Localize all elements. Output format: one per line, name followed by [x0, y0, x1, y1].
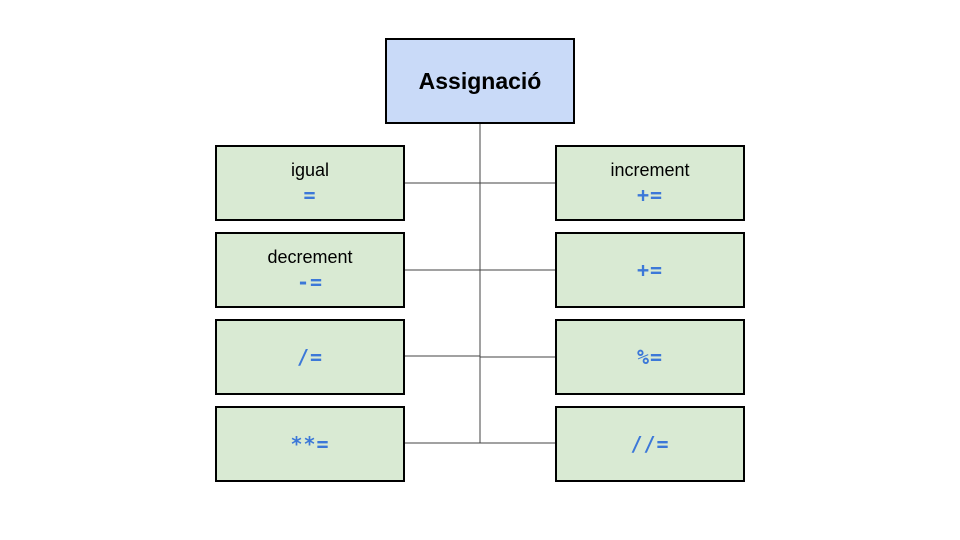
- node-operator: -=: [296, 270, 324, 294]
- node-label: increment: [610, 160, 690, 180]
- root-title: Assignació: [418, 67, 542, 94]
- node-plus-assign: +=: [555, 232, 745, 308]
- node-operator: =: [303, 183, 317, 207]
- node-operator: +=: [636, 258, 664, 282]
- node-label: igual: [290, 160, 330, 180]
- node-decrement: decrement -=: [215, 232, 405, 308]
- node-operator: //=: [630, 432, 670, 456]
- node-operator: +=: [636, 183, 664, 207]
- node-operator: %=: [636, 345, 664, 369]
- node-floor-divide-assign: //=: [555, 406, 745, 482]
- node-operator: /=: [296, 345, 324, 369]
- node-modulo-assign: %=: [555, 319, 745, 395]
- node-divide-assign: /=: [215, 319, 405, 395]
- node-operator: **=: [290, 432, 330, 456]
- node-increment: increment +=: [555, 145, 745, 221]
- node-igual: igual =: [215, 145, 405, 221]
- node-power-assign: **=: [215, 406, 405, 482]
- node-label: decrement: [267, 247, 353, 267]
- root-node: Assignació: [385, 38, 575, 124]
